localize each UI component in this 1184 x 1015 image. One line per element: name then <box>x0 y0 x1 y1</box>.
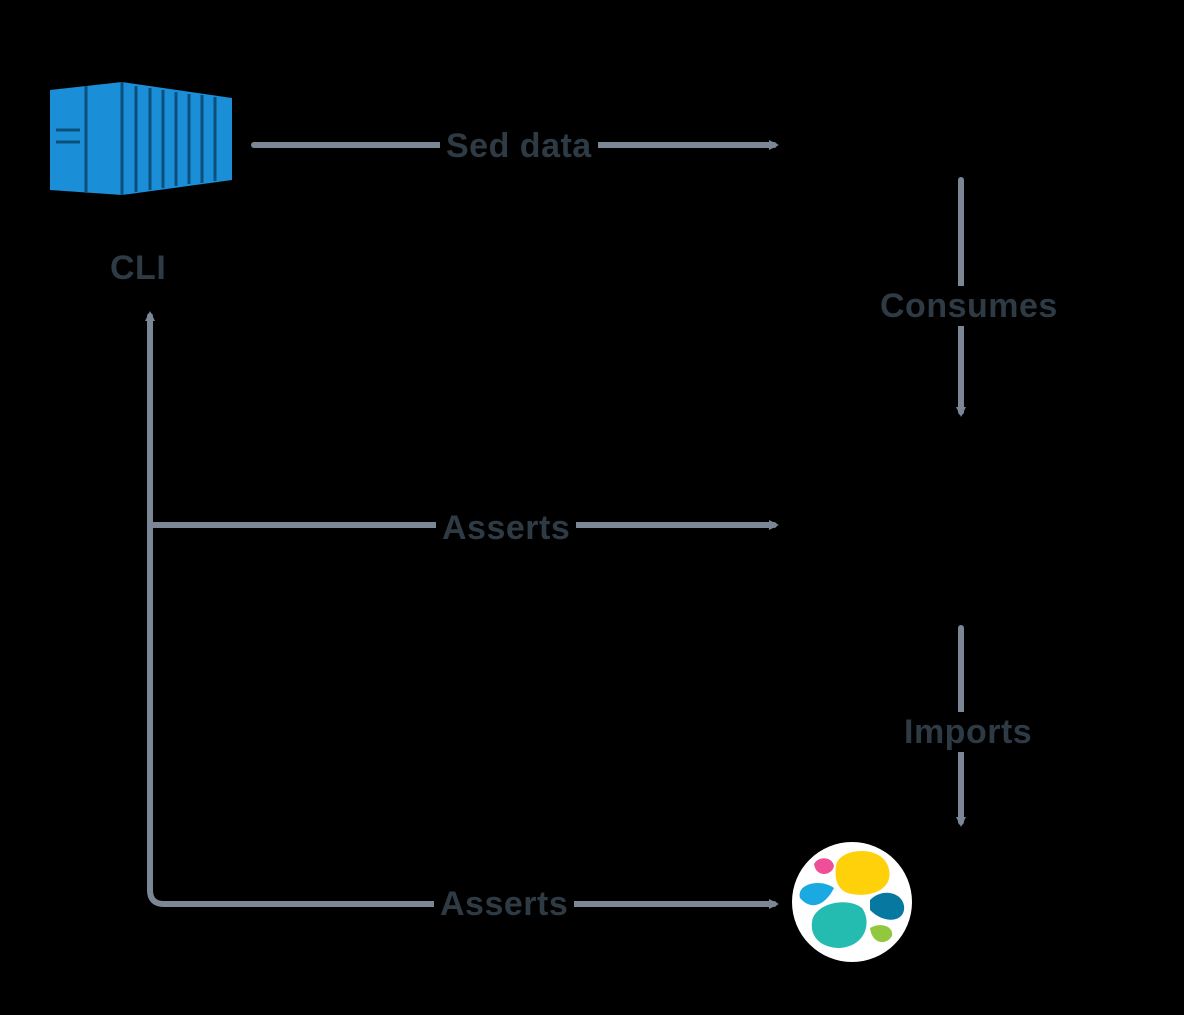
asserts-bottom-label: Asserts <box>434 884 575 924</box>
send-data-label: Sed data <box>440 126 598 166</box>
asserts-top-label: Asserts <box>436 508 577 548</box>
imports-label: Imports <box>898 712 1039 752</box>
cli-label: CLI <box>110 249 167 287</box>
consumes-label: Consumes <box>874 286 1064 326</box>
asserts-bottom-arrow <box>147 522 779 909</box>
elastic-logo-icon <box>792 842 912 962</box>
container-icon <box>50 82 232 195</box>
